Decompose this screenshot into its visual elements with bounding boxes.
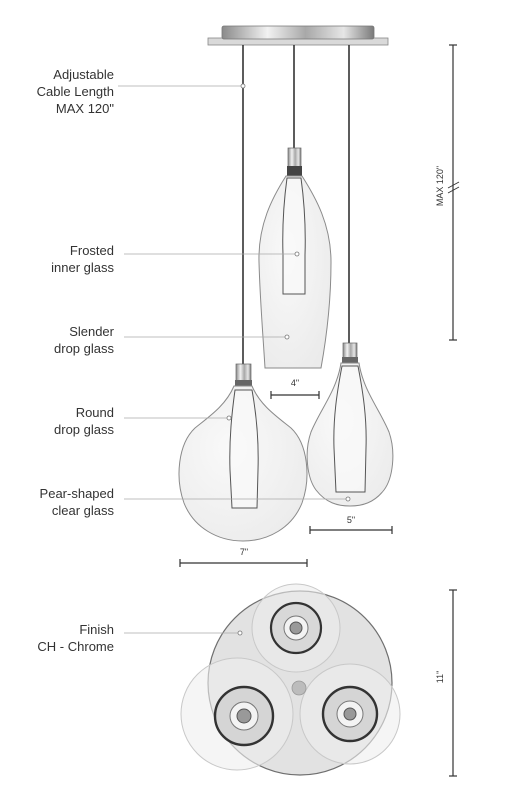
callout-cable-line-3: MAX 120" [55, 101, 114, 116]
dimension-round-width: 7" [239, 547, 249, 557]
callout-cable-length: Adjustable Cable Length MAX 120" [37, 66, 114, 117]
callout-finish-line-2: CH - Chrome [37, 639, 114, 654]
callout-slender-line-2: drop glass [54, 341, 114, 356]
callout-finish: Finish CH - Chrome [37, 621, 114, 655]
callout-round-drop-glass: Round drop glass [54, 404, 114, 438]
callout-round-line-2: drop glass [54, 422, 114, 437]
callout-finish-line-1: Finish [79, 622, 114, 637]
callout-frosted-line-2: inner glass [51, 260, 114, 275]
dimension-lines [179, 44, 460, 777]
dimension-slender-width: 4" [290, 378, 300, 388]
callout-pear-line-2: clear glass [51, 503, 114, 518]
callout-cable-line-2: Cable Length [36, 84, 114, 99]
dimension-canopy-diameter: 11" [435, 670, 445, 684]
callout-cable-line-1: Adjustable [53, 67, 114, 82]
dimension-pear-width: 5" [346, 515, 356, 525]
dimension-cable-max: MAX 120" [435, 165, 445, 207]
callout-slender-line-1: Slender [69, 324, 114, 339]
leader-lines [118, 83, 351, 636]
callout-frosted-inner-glass: Frosted inner glass [51, 242, 114, 276]
callout-pear-line-1: Pear-shaped [39, 486, 114, 501]
cables [242, 45, 350, 364]
round-drop-pendant [178, 363, 308, 542]
callout-pear-shaped-glass: Pear-shaped clear glass [40, 485, 114, 519]
slender-drop-pendant [258, 147, 332, 369]
ceiling-canopy [207, 25, 389, 46]
callout-frosted-line-1: Frosted [69, 243, 114, 258]
callout-round-line-1: Round [75, 405, 114, 420]
pear-shaped-pendant [306, 342, 394, 507]
bottom-view [180, 583, 401, 776]
callout-slender-drop-glass: Slender drop glass [54, 323, 114, 357]
